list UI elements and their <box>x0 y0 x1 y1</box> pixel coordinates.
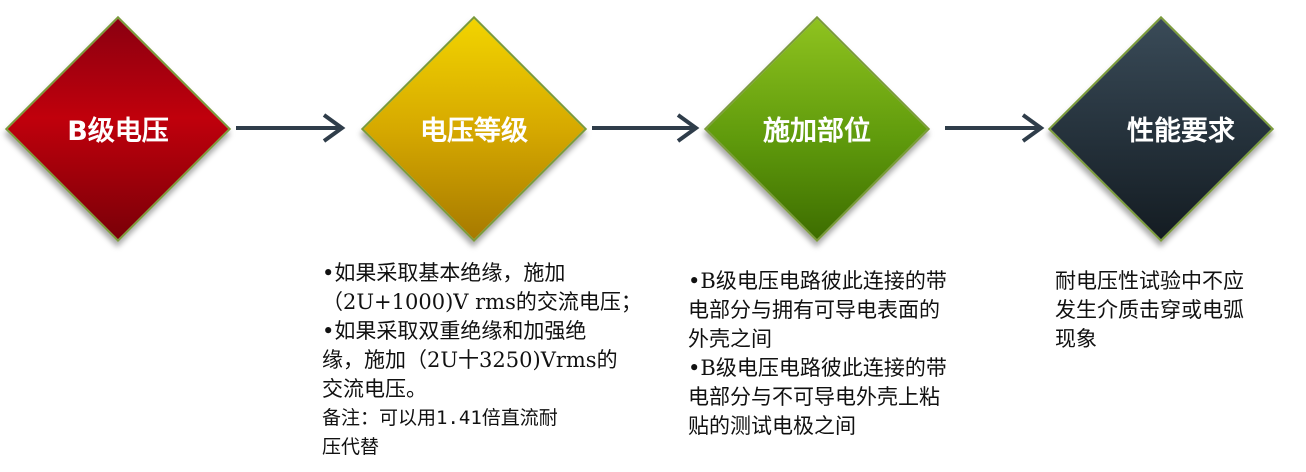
application-location-description: •B级电压电路彼此连接的带 电部分与拥有可导电表面的 外壳之间 •B级电压电路彼… <box>688 267 947 441</box>
text-line: •B级电压电路彼此连接的带 <box>688 269 947 293</box>
text-line: 缘，施加（2U十3250)Vrms的 <box>322 348 618 372</box>
arrow-right-icon <box>236 113 346 143</box>
text-line: 外壳之间 <box>688 327 772 351</box>
note-line: 备注：可以用1.41倍直流耐 <box>322 407 558 429</box>
text-line: 交流电压。 <box>322 377 427 401</box>
note-line: 压代替 <box>322 436 380 458</box>
step-label-voltage-level: 电压等级 <box>420 116 528 147</box>
text-line: 发生介质击穿或电弧 <box>1055 298 1244 322</box>
text-line: 电部分与不可导电外壳上粘 <box>688 385 940 409</box>
text-line: 电部分与拥有可导电表面的 <box>688 298 940 322</box>
arrow-right-icon <box>592 113 700 143</box>
text-line: •如果采取基本绝缘，施加 <box>322 261 566 285</box>
step-label-b-voltage: B级电压 <box>67 116 169 147</box>
text-line: （2U+1000)V rms的交流电压； <box>322 290 642 314</box>
text-line: 耐电压性试验中不应 <box>1055 269 1244 293</box>
arrow-right-icon <box>945 113 1045 143</box>
text-line: •如果采取双重绝缘和加强绝 <box>322 319 587 343</box>
step-label-performance-requirement: 性能要求 <box>1127 116 1235 147</box>
text-line: •B级电压电路彼此连接的带 <box>688 356 947 380</box>
step-label-application-location: 施加部位 <box>763 116 871 147</box>
text-line: 现象 <box>1055 327 1097 351</box>
voltage-level-description: •如果采取基本绝缘，施加 （2U+1000)V rms的交流电压； •如果采取双… <box>322 259 642 462</box>
performance-requirement-description: 耐电压性试验中不应 发生介质击穿或电弧 现象 <box>1055 267 1244 354</box>
text-line: 贴的测试电极之间 <box>688 414 856 438</box>
